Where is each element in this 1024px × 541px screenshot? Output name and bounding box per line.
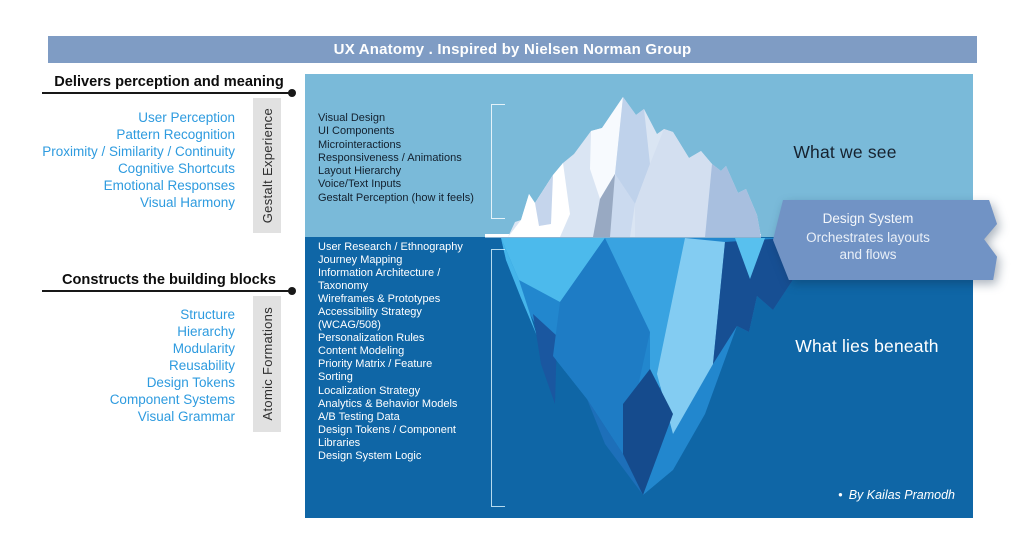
iceberg-above-water (508, 97, 761, 237)
section-heading-perception: Delivers perception and meaning (54, 74, 284, 90)
heading-rule-with-dot (42, 287, 296, 295)
bracket-above-water (491, 104, 505, 219)
iceberg-illustration (485, 97, 808, 495)
below-water-list-item: Journey Mapping (318, 254, 403, 267)
gestalt-list-item: Visual Harmony (139, 195, 235, 210)
atomic-list-item: Modularity (172, 341, 235, 356)
credit-text: By Kailas Pramodh (848, 488, 955, 502)
gestalt-experience-label: Gestalt Experience (259, 107, 275, 224)
zone-label-what-lies-beneath: What lies beneath (795, 336, 939, 356)
ribbon-text: Design System Orchestrates layouts and f… (773, 210, 963, 263)
heading-rule-with-dot (42, 89, 296, 97)
credit-bullet: • (838, 488, 843, 502)
design-system-ribbon: Design System Orchestrates layouts and f… (773, 200, 1000, 280)
bracket-below-water (491, 249, 505, 507)
above-water-list-item: Visual Design (318, 112, 386, 124)
atomic-formations-label: Atomic Formations (259, 307, 275, 421)
gestalt-list-item: Cognitive Shortcuts (117, 161, 235, 176)
above-water-list-item: Voice/Text Inputs (318, 178, 402, 191)
above-water-list-item: Microinteractions (318, 138, 402, 151)
ribbon-banner-shape (773, 200, 998, 280)
iceberg-below-water (501, 238, 808, 495)
above-water-list-item: Layout Hierarchy (318, 165, 402, 178)
author-credit: • By Kailas Pramodh (838, 488, 955, 502)
atomic-list-item: Reusability (168, 358, 235, 373)
atomic-list-item: Structure (180, 307, 235, 322)
below-water-list-item: Analytics & Behavior Models (318, 397, 458, 410)
gestalt-list-item: User Perception (138, 110, 235, 125)
below-water-list-item: Design Tokens / Component Libraries (318, 423, 456, 449)
atomic-list-item: Design Tokens (146, 375, 235, 390)
gestalt-list-item: Pattern Recognition (116, 127, 235, 142)
below-water-list-item: Information Architecture / Taxonomy (318, 267, 441, 293)
zone-label-what-we-see: What we see (793, 142, 897, 162)
above-water-list-item: Gestalt Perception (how it feels) (318, 191, 474, 204)
below-water-list-item: A/B Testing Data (318, 410, 400, 423)
page-title: UX Anatomy . Inspired by Nielsen Norman … (333, 41, 692, 58)
below-water-list-item: Localization Strategy (318, 384, 421, 397)
below-water-list-item: Design System Logic (318, 449, 422, 462)
ribbon-subtitle: Orchestrates layouts and flows (806, 230, 930, 262)
atomic-list-item: Visual Grammar (137, 409, 235, 424)
ribbon-title: Design System (822, 211, 914, 226)
below-water-list-item: Personalization Rules (318, 332, 425, 345)
below-water-list-item: Priority Matrix / Feature Sorting (318, 358, 433, 384)
gestalt-list-item: Emotional Responses (103, 178, 235, 193)
atomic-list-item: Hierarchy (177, 324, 235, 339)
below-water-list-item: Wireframes & Prototypes (318, 293, 441, 306)
title-bar: UX Anatomy . Inspired by Nielsen Norman … (48, 36, 977, 63)
section-heading-building-blocks: Constructs the building blocks (61, 272, 277, 288)
atomic-formations-label-box: Atomic Formations (253, 296, 281, 432)
gestalt-list-item: Proximity / Similarity / Continuity (42, 144, 235, 159)
atomic-list-item: Component Systems (109, 392, 235, 407)
above-water-list-item: Responsiveness / Animations (318, 151, 462, 164)
below-water-list-item: Accessibility Strategy (WCAG/508) (318, 306, 422, 332)
below-water-list-item: Content Modeling (318, 345, 405, 358)
below-water-list-item: User Research / Ethnography (318, 241, 463, 253)
gestalt-experience-label-box: Gestalt Experience (253, 98, 281, 233)
above-water-list-item: UI Components (318, 125, 395, 138)
